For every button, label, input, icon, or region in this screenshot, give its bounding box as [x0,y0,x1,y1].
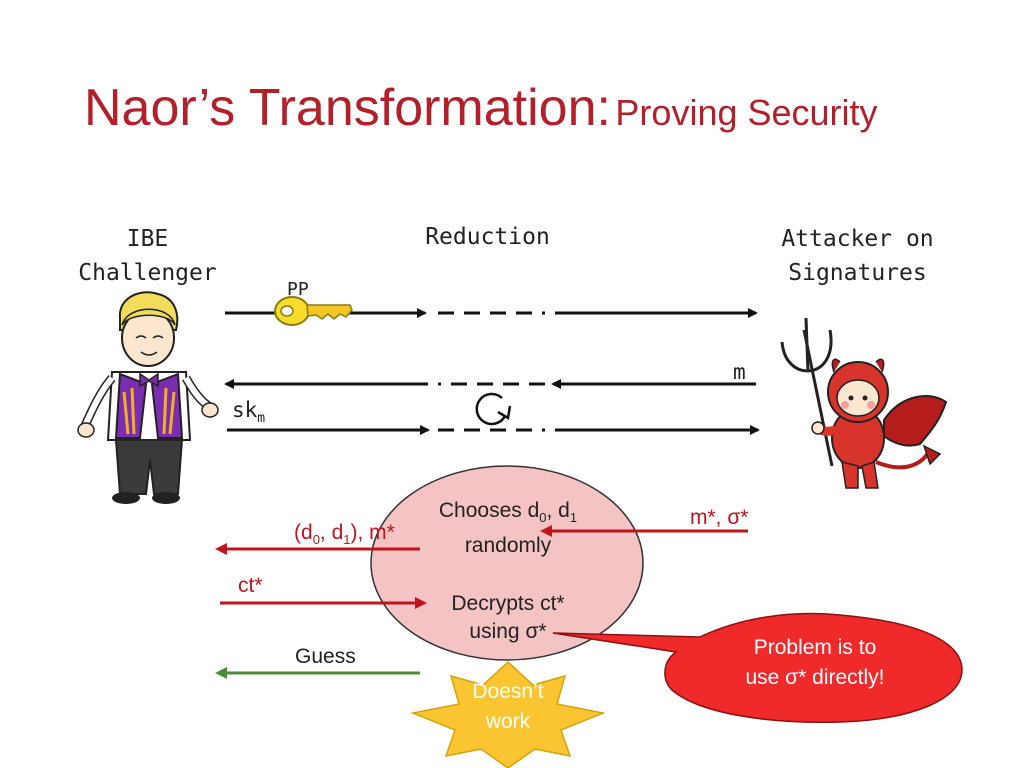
callout-line2: use σ* directly! [745,666,885,689]
guess-label: Guess [295,645,356,668]
title-main: Naor’s Transformation: [84,79,611,137]
choose-mid: , d [546,499,570,522]
starburst-line2: work [485,710,531,733]
attacker-label: Attacker on Signatures [760,222,955,290]
choose-sub1: 1 [569,510,578,526]
decrypt-line: Decrypts ct* [451,592,565,615]
sk-sub: m [257,411,266,427]
callout-line1: Problem is to [753,636,877,659]
key-icon [274,296,353,326]
d-close: ), m* [350,521,395,544]
starburst [410,660,606,768]
reduction-label: Reduction [425,224,550,250]
d1-sub: 1 [343,532,351,548]
d-open: (d [294,521,313,544]
ct-label: ct* [238,574,263,597]
sk-base: sk [232,398,258,422]
challenger-figure [77,291,219,504]
cycle-icon [475,392,512,426]
choose-base: Chooses d [438,499,540,522]
m-star-sigma-label: m*, σ* [690,506,749,529]
starburst-text: Doesn’t work [448,677,568,737]
title-sub: Proving Security [615,92,878,133]
randomly-line: randomly [464,534,552,558]
callout-text: Problem is to use σ* directly! [700,633,930,693]
using-sigma-line: using σ* [469,620,547,643]
attacker-figure [780,317,948,489]
pp-label: PP [287,279,309,300]
reduction-step-decrypt: Decrypts ct* using σ* [408,590,608,646]
attacker-line2: Signatures [788,260,927,286]
sk-label: skm [232,398,265,426]
attacker-line1: Attacker on [781,226,934,252]
d-pair-label: (d0, d1), m* [294,521,395,547]
reduction-step-choose: Chooses d0, d1 randomly [408,497,608,560]
m-label: m [733,360,746,384]
reduction-oval [370,465,644,661]
ibe-challenger-line1: IBE [126,226,169,252]
page-title: Naor’s Transformation: Proving Security [84,78,878,138]
starburst-line1: Doesn’t [472,680,544,703]
d-mid: , d [319,521,344,544]
callout-bubble [552,612,963,723]
choose-sub0: 0 [539,510,547,526]
choose-line: Chooses d0, d1 [408,497,608,532]
d0-sub: 0 [312,532,320,548]
ibe-challenger-label: IBE Challenger [70,222,225,290]
ibe-challenger-line2: Challenger [78,260,217,286]
